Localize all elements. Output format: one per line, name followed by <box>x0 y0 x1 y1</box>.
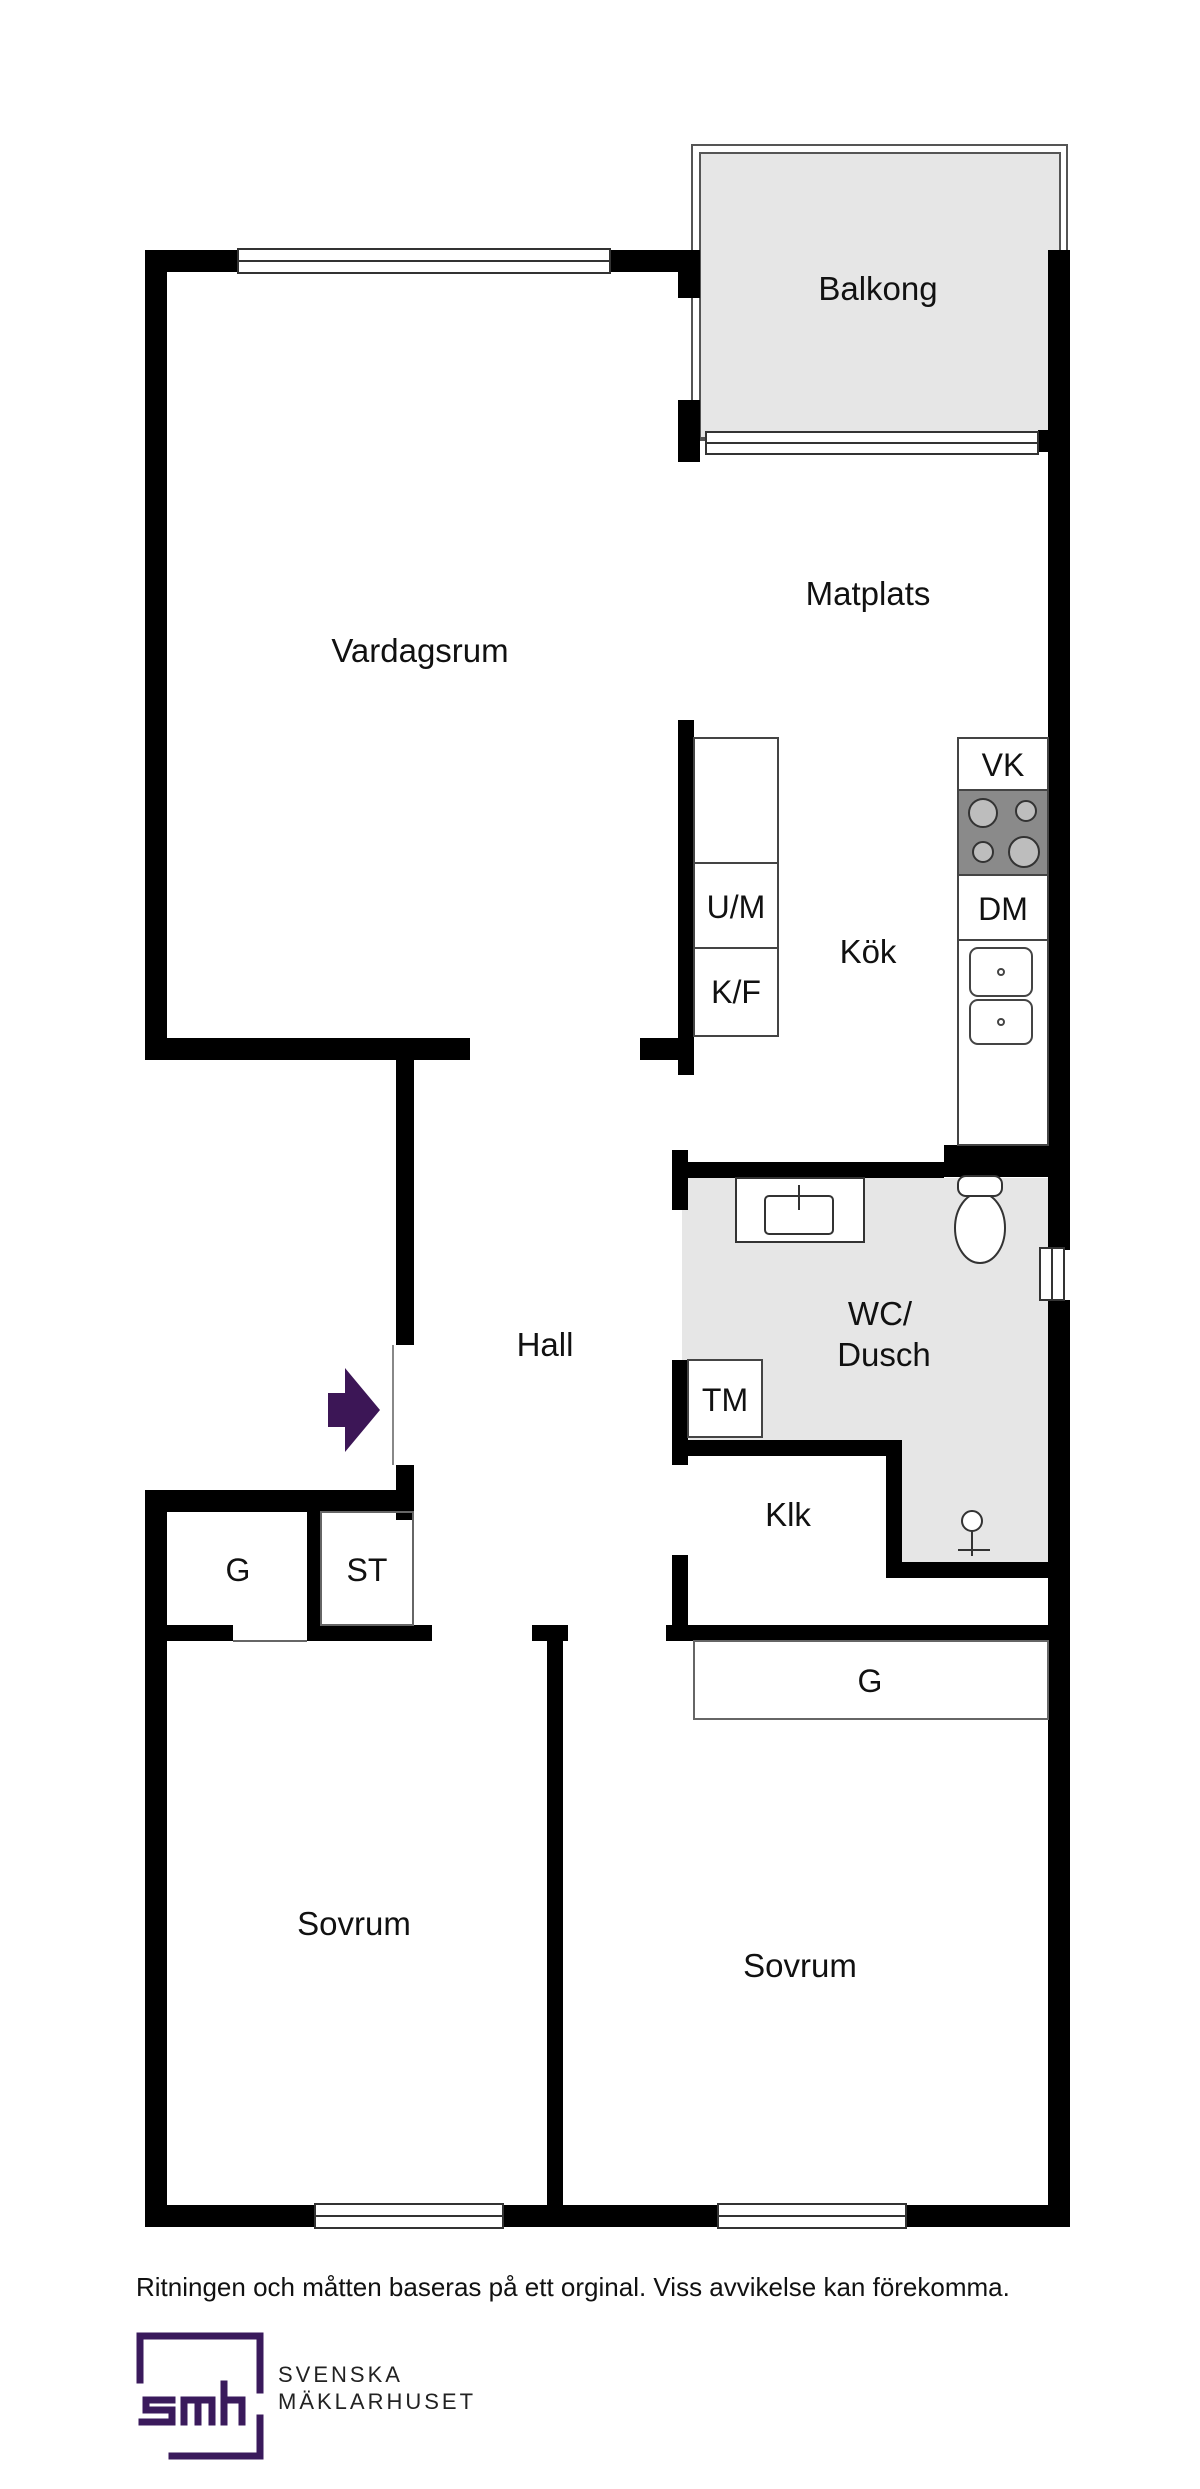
brand-logo: SVENSKA MÄKLARHUSET <box>136 2332 636 2462</box>
fixture-label-g-left: G <box>226 1552 251 1588</box>
room-label-vardagsrum: Vardagsrum <box>331 632 508 669</box>
fixture-label-dm: DM <box>978 891 1028 927</box>
fixture-label-tm: TM <box>702 1382 748 1418</box>
room-label-hall: Hall <box>517 1326 574 1363</box>
washing-machine-box <box>687 1359 763 1438</box>
fixture-label-g-right: G <box>858 1663 883 1699</box>
room-label-sovrum-left: Sovrum <box>297 1905 411 1942</box>
balcony <box>691 144 1068 441</box>
closets <box>233 1511 1049 1720</box>
disclaimer-text: Ritningen och måtten baseras på ett orgi… <box>136 2272 1010 2302</box>
smh-logo-mark <box>136 2332 264 2460</box>
room-label-sovrum-right: Sovrum <box>743 1947 857 1984</box>
fixture-label-kf: K/F <box>711 974 761 1010</box>
room-label-dusch: Dusch <box>837 1336 931 1373</box>
room-label-balkong: Balkong <box>818 270 937 307</box>
fixture-label-st: ST <box>347 1552 388 1588</box>
fixture-label-um: U/M <box>707 889 766 925</box>
room-label-wc: WC/ <box>848 1295 913 1332</box>
stove-burners <box>968 798 1040 868</box>
bathroom-floor <box>682 1178 1048 1570</box>
bathroom-fixtures <box>735 1175 1006 1556</box>
room-label-kok: Kök <box>840 933 897 970</box>
kitchen-cabinets-left <box>693 737 779 1037</box>
brand-name-line2: MÄKLARHUSET <box>278 2389 477 2414</box>
entrance-arrow-icon <box>328 1368 380 1452</box>
brand-name-line1: SVENSKA <box>278 2362 403 2387</box>
windows <box>237 248 1065 2229</box>
kitchen-counter-right <box>957 737 1049 1146</box>
room-label-klk: Klk <box>765 1496 811 1533</box>
room-label-matplats: Matplats <box>806 575 931 612</box>
fixture-label-vk: VK <box>982 747 1025 783</box>
floor-plan: Balkong Matplats Vardagsrum Kök Hall WC/… <box>145 144 1070 2229</box>
kitchen-sink <box>969 947 1033 1045</box>
